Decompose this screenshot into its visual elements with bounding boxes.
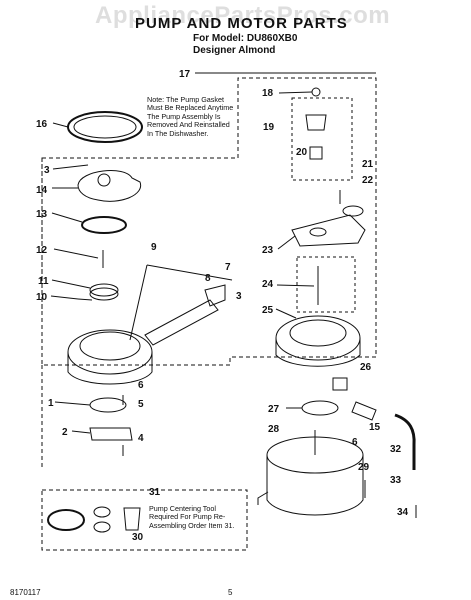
part-2-base xyxy=(89,427,133,441)
callout-11: 11 xyxy=(38,276,49,287)
callout-26: 26 xyxy=(360,362,372,373)
callout-19: 19 xyxy=(263,122,275,133)
callout-23: 23 xyxy=(262,245,274,256)
callout-10: 10 xyxy=(36,292,48,303)
part-9-valve xyxy=(144,299,219,346)
part-26-clip xyxy=(332,377,348,391)
callout-9: 9 xyxy=(151,242,157,253)
callout-28: 28 xyxy=(268,424,280,435)
callout-7: 7 xyxy=(225,262,231,273)
callout-34: 34 xyxy=(397,507,409,518)
model-label: For Model: DU860XB0 xyxy=(193,33,298,44)
part-20-bearing xyxy=(309,146,323,160)
callout-31: 31 xyxy=(149,487,161,498)
callout-24: 24 xyxy=(262,279,274,290)
callout-27: 27 xyxy=(268,404,280,415)
part-1-rotor xyxy=(89,397,127,413)
part-27-seal xyxy=(301,400,339,416)
page-number: 5 xyxy=(228,588,233,597)
callout-25: 25 xyxy=(262,305,274,316)
lower-group-outline xyxy=(41,489,248,551)
part-14-cover xyxy=(77,170,142,202)
part-18-cap xyxy=(311,87,321,97)
part-19-fitting xyxy=(305,114,327,131)
callout-5: 6 xyxy=(138,380,144,391)
item-19-box xyxy=(291,97,353,181)
callout-1: 1 xyxy=(48,398,54,409)
part-15-fitting xyxy=(351,401,377,421)
callout-6: 6 xyxy=(352,437,358,448)
callout-32: 32 xyxy=(390,444,402,455)
callout-18: 18 xyxy=(262,88,274,99)
callout-20: 20 xyxy=(296,147,308,158)
callout-3-bottom: 4 xyxy=(138,433,144,444)
designer-label: Designer Almond xyxy=(193,45,276,56)
diagram-title: PUMP AND MOTOR PARTS xyxy=(135,15,348,32)
callout-16: 16 xyxy=(36,119,48,130)
callout-3-mid: 3 xyxy=(236,291,242,302)
callout-8: 8 xyxy=(205,273,211,284)
callout-12: 12 xyxy=(36,245,48,256)
callout-30: 30 xyxy=(132,532,144,543)
pump-group-outline xyxy=(41,77,377,366)
part-22-ring xyxy=(342,205,364,217)
part-32-hose xyxy=(394,413,416,470)
callout-17: 17 xyxy=(179,69,191,80)
callout-13: 13 xyxy=(36,209,48,220)
part-13-seal xyxy=(81,216,127,234)
callout-3-top: 3 xyxy=(44,165,50,176)
callout-33: 33 xyxy=(390,475,402,486)
callout-14: 14 xyxy=(36,185,48,196)
callout-2: 2 xyxy=(62,427,68,438)
centering-tool-note: Pump Centering Tool Required For Pump Re… xyxy=(149,504,235,530)
watermark-text: AppliancePartsPros.com xyxy=(95,2,391,29)
part-25-housing xyxy=(275,315,361,361)
pump-housing xyxy=(67,329,153,375)
part-11-impeller xyxy=(89,283,119,297)
callout-21: 21 xyxy=(362,159,374,170)
part-30-gasket xyxy=(47,509,85,531)
part-23-plate xyxy=(291,214,366,247)
part-8-bracket xyxy=(204,284,226,307)
callout-22: 22 xyxy=(362,175,374,186)
document-number: 8170117 xyxy=(10,588,41,597)
part-31-tool xyxy=(123,507,141,531)
part-10-screw xyxy=(77,298,93,301)
callout-29: 29 xyxy=(358,462,370,473)
pump-gasket-note: Note: The Pump Gasket Must Be Replaced A… xyxy=(147,95,234,138)
callout-4: 5 xyxy=(138,399,144,410)
item-24-box xyxy=(296,256,356,313)
callout-15: 15 xyxy=(369,422,381,433)
